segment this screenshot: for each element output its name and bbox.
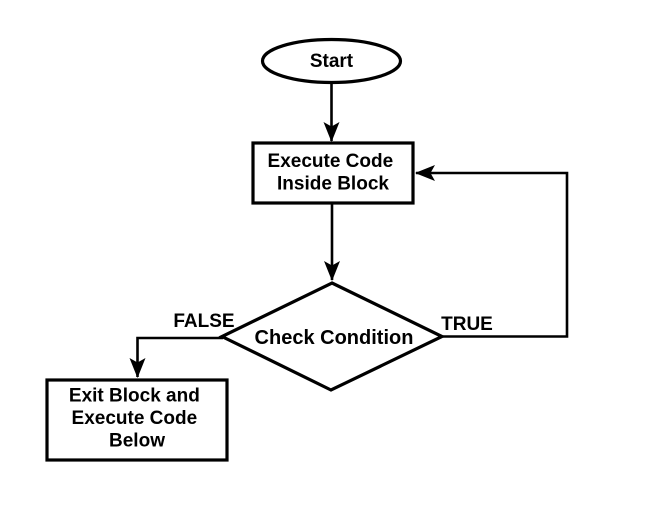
execute-block-label: Execute Code Inside Block [268, 151, 399, 195]
execute-block-label-line1: Execute Code [268, 151, 394, 172]
exit-block-node [45, 378, 229, 462]
edge-true-check-to-execute-loop [415, 165, 569, 338]
start-node [260, 37, 403, 85]
edge-false-check-to-exit [129, 336, 223, 378]
false-branch-label: FALSE [173, 311, 234, 332]
check-condition-node [218, 281, 446, 392]
execute-block-label-line2: Inside Block [277, 174, 389, 195]
exit-block-label-line2: Execute Code [72, 408, 198, 429]
exit-block-label: Exit Block and Execute Code Below [69, 386, 205, 452]
execute-block-node [251, 141, 415, 205]
check-condition-label: Check Condition [255, 327, 414, 349]
start-node-label: Start [310, 51, 354, 72]
true-branch-label: TRUE [441, 314, 493, 335]
exit-block-label-line1: Exit Block and [69, 386, 200, 407]
exit-block-label-line3: Below [109, 431, 165, 452]
